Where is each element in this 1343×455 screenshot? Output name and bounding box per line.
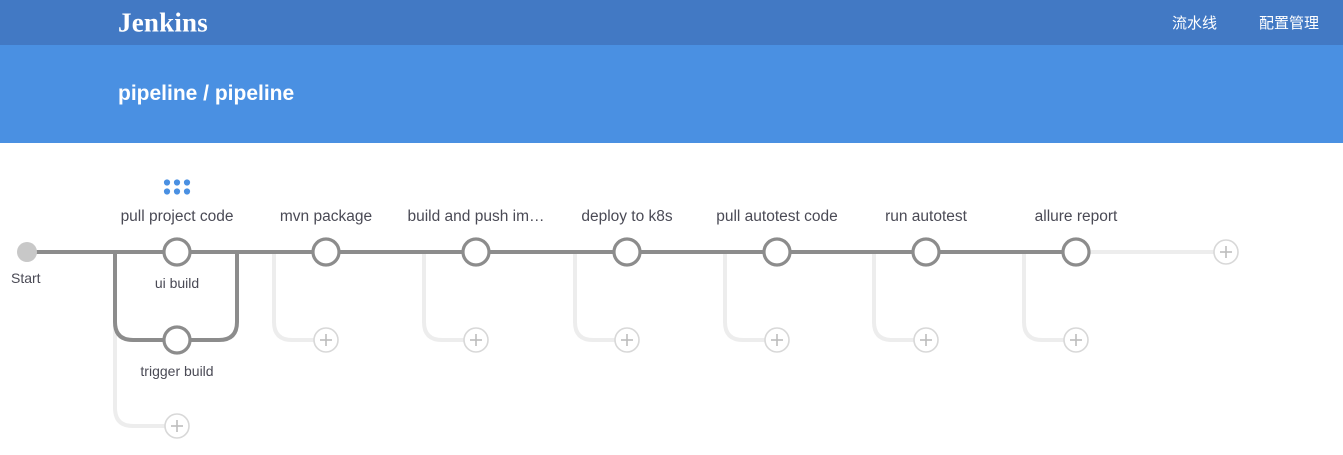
add-step-pull-project-code[interactable]	[164, 413, 190, 439]
nav-pipeline[interactable]: 流水线	[1171, 15, 1217, 32]
add-step-allure-report[interactable]	[1063, 327, 1089, 353]
drag-handle-dot	[183, 179, 191, 186]
connector-add-add-step-run-autotest	[872, 250, 916, 342]
pipeline-graph: Start pull project code mvn package build a…	[11, 179, 1239, 439]
stage-run-autotest-node[interactable]	[911, 237, 941, 267]
step-trigger-build-label: trigger build	[140, 363, 213, 379]
add-step-pull-autotest[interactable]	[764, 327, 790, 353]
add-step-run-autotest[interactable]	[913, 327, 939, 353]
start-node-label: Start	[11, 270, 41, 286]
connector-add-add-step-pull-autotest	[723, 250, 767, 342]
stage-allure-report-node[interactable]	[1061, 237, 1091, 267]
nav-config-management[interactable]: 配置管理	[1258, 15, 1319, 32]
add-step-deploy-to-k8s[interactable]	[614, 327, 640, 353]
drag-handle-dot	[173, 179, 181, 186]
stage-build-and-push-label: build and push im…	[408, 208, 545, 225]
step-ui-build-label: ui build	[155, 275, 199, 291]
add-step-mvn-package[interactable]	[313, 327, 339, 353]
connector-add-add-step-build-and-push	[422, 250, 466, 342]
connector-add-add-step-pull-project-code	[113, 250, 167, 428]
start-node[interactable]	[17, 242, 37, 262]
top-navigation: 流水线 配置管理	[1172, 0, 1319, 45]
stage-pull-autotest-code-node[interactable]	[762, 237, 792, 267]
stage-build-and-push-node[interactable]	[461, 237, 491, 267]
stage-allure-report-label: allure report	[1035, 208, 1118, 225]
pipeline-canvas: Start pull project code mvn package build a…	[0, 143, 1343, 455]
stage-mvn-package-label: mvn package	[280, 208, 372, 225]
drag-handle-dot	[173, 188, 181, 195]
stage-deploy-to-k8s-node[interactable]	[612, 237, 642, 267]
add-step-build-and-push[interactable]	[463, 327, 489, 353]
connector-add-add-step-deploy-to-k8s	[573, 250, 617, 342]
top-header-bar: Jenkins 流水线 配置管理	[0, 0, 1343, 45]
breadcrumb[interactable]: pipeline / pipeline	[118, 82, 295, 105]
stage-deploy-to-k8s-label: deploy to k8s	[581, 208, 673, 225]
stage-pull-project-code-label: pull project code	[121, 208, 234, 225]
add-stage-end[interactable]	[1213, 239, 1239, 265]
drag-handle-dot	[163, 188, 171, 195]
stage-pull-autotest-code-label: pull autotest code	[716, 208, 838, 225]
jenkins-logo[interactable]: Jenkins	[118, 7, 208, 37]
step-trigger-build-node[interactable]	[162, 325, 192, 355]
drag-handle-dot	[183, 188, 191, 195]
stage-pull-project-code-node[interactable]	[162, 237, 192, 267]
drag-handle-dot	[163, 179, 171, 186]
stage-run-autotest-label: run autotest	[885, 208, 968, 225]
stage-mvn-package-node[interactable]	[311, 237, 341, 267]
connector-add-add-step-mvn-package	[272, 250, 316, 342]
connector-add-add-step-allure-report	[1022, 250, 1066, 342]
breadcrumb-bar: pipeline / pipeline	[0, 45, 1343, 143]
six-dots-grid-icon[interactable]	[163, 179, 191, 195]
